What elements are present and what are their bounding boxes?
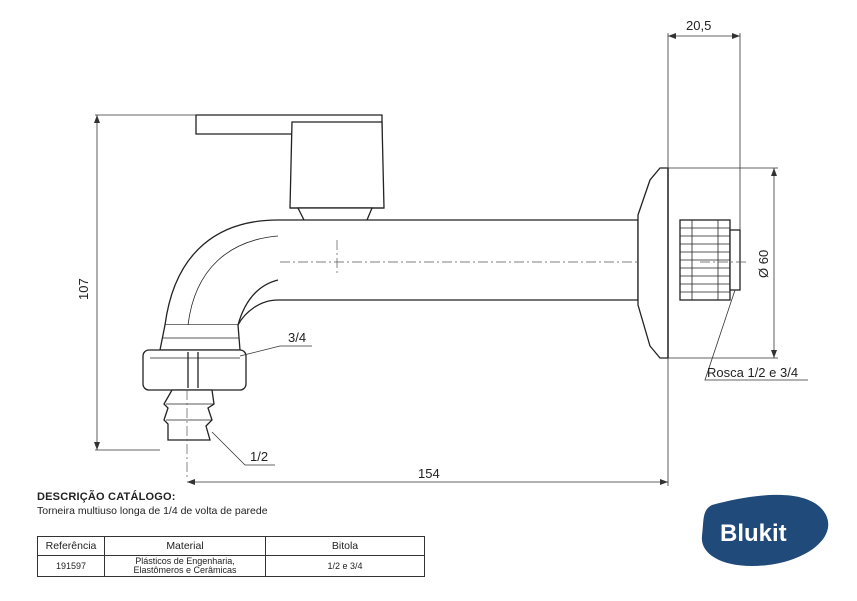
dim-length: 154 xyxy=(418,466,440,481)
dim-height: 107 xyxy=(76,278,91,300)
spec-table: Referência Material Bitola 191597 Plásti… xyxy=(37,536,425,577)
header-material: Material xyxy=(104,536,266,556)
handle-body xyxy=(289,121,385,209)
material-line-2: Elastômeros e Cerâmicas xyxy=(133,565,237,575)
spout-body xyxy=(278,219,639,301)
dim-diameter: Ø 60 xyxy=(756,250,771,278)
header-gauge: Bitola xyxy=(265,536,425,556)
cell-material: Plásticos de Engenharia, Elastômeros e C… xyxy=(104,555,266,577)
header-reference: Referência xyxy=(37,536,105,556)
catalog-description: Torneira multiuso longa de 1/4 de volta … xyxy=(37,505,268,517)
cell-gauge: 1/2 e 3/4 xyxy=(265,555,425,577)
table-header-row: Referência Material Bitola xyxy=(37,536,425,556)
material-line-1: Plásticos de Engenharia, xyxy=(135,556,235,566)
dim-width-top: 20,5 xyxy=(686,18,711,33)
wall-flange xyxy=(637,167,669,359)
catalog-title: DESCRIÇÃO CATÁLOGO: xyxy=(37,491,176,503)
outlet-lower-label: 1/2 xyxy=(250,449,268,464)
brand-logo: Blukit xyxy=(701,494,829,566)
outlet-upper-label: 3/4 xyxy=(288,330,306,345)
table-row: 191597 Plásticos de Engenharia, Elastôme… xyxy=(37,555,425,577)
hose-nozzle xyxy=(163,389,215,441)
brand-name: Blukit xyxy=(720,520,787,547)
spout-elbow xyxy=(164,219,279,326)
cell-reference: 191597 xyxy=(37,555,105,577)
thread-label: Rosca 1/2 e 3/4 xyxy=(707,365,798,380)
outlet-nut xyxy=(142,349,247,391)
